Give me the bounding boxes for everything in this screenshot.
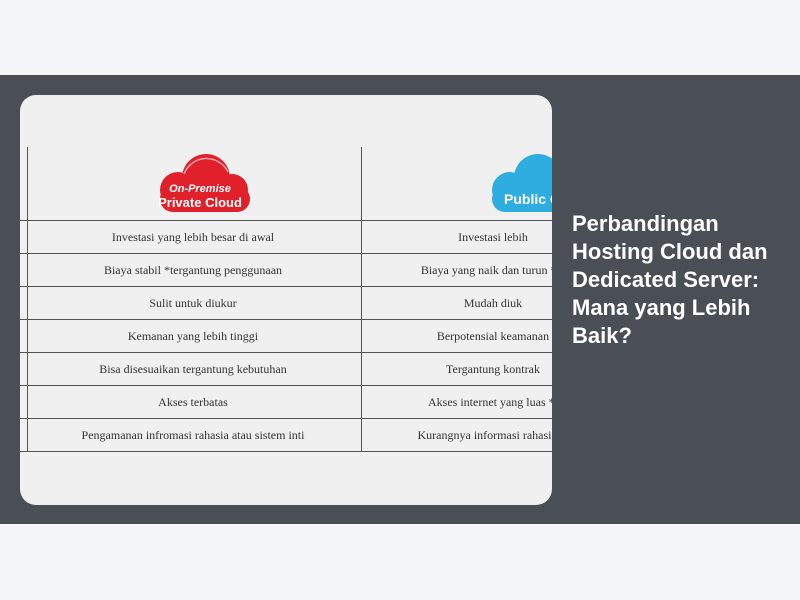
table-cell-private: Investasi yang lebih besar di awal <box>111 230 275 244</box>
table-cell-private: Sulit untuk diukur <box>149 296 237 310</box>
table-cell-public: Berpotensial keamanan <box>436 329 550 343</box>
comparison-table: On-Premise Private Cloud Public Clo Inve… <box>20 95 552 505</box>
article-title[interactable]: Perbandingan Hosting Cloud dan Dedicated… <box>572 211 768 348</box>
table-cell-public: Tergantung kontrak <box>446 362 540 376</box>
private-cloud-logo: On-Premise Private Cloud <box>140 150 260 218</box>
public-cloud-logo-label: Public Clo <box>504 191 552 207</box>
cloud-icon <box>160 154 250 212</box>
table-column-divider <box>361 147 362 451</box>
table-row-divider <box>20 385 552 386</box>
table-row-divider <box>20 319 552 320</box>
cloud-icon <box>492 154 552 212</box>
table-row-divider <box>20 253 552 254</box>
table-cell-public: Investasi lebih <box>458 230 528 244</box>
private-cloud-logo-line2: Private Cloud <box>158 195 242 210</box>
featured-image: On-Premise Private Cloud Public Clo Inve… <box>20 95 552 505</box>
table-cell-private: Akses terbatas <box>158 395 228 409</box>
table-row-divider <box>20 286 552 287</box>
table-header-divider <box>20 220 552 221</box>
table-cell-public: Biaya yang naik dan turun *te <box>420 263 552 277</box>
table-cell-public: Kurangnya informasi rahasia at <box>417 428 552 442</box>
table-row-divider <box>20 352 552 353</box>
public-cloud-logo: Public Clo <box>472 150 552 218</box>
table-border-left <box>27 147 28 451</box>
private-cloud-logo-line1: On-Premise <box>169 183 231 195</box>
table-cell-private: Bisa disesuaikan tergantung kebutuhan <box>99 362 287 376</box>
table-row-divider <box>20 418 552 419</box>
table-cell-private: Biaya stabil *tergantung penggunaan <box>103 263 283 277</box>
table-cell-private: Pengamanan infromasi rahasia atau sistem… <box>81 428 305 442</box>
table-cell-public: Mudah diuk <box>463 296 523 310</box>
table-cell-private: Kemanan yang lebih tinggi <box>127 329 259 343</box>
table-cell-public: Akses internet yang luas *t <box>428 395 552 409</box>
table-bottom-border <box>20 451 552 452</box>
